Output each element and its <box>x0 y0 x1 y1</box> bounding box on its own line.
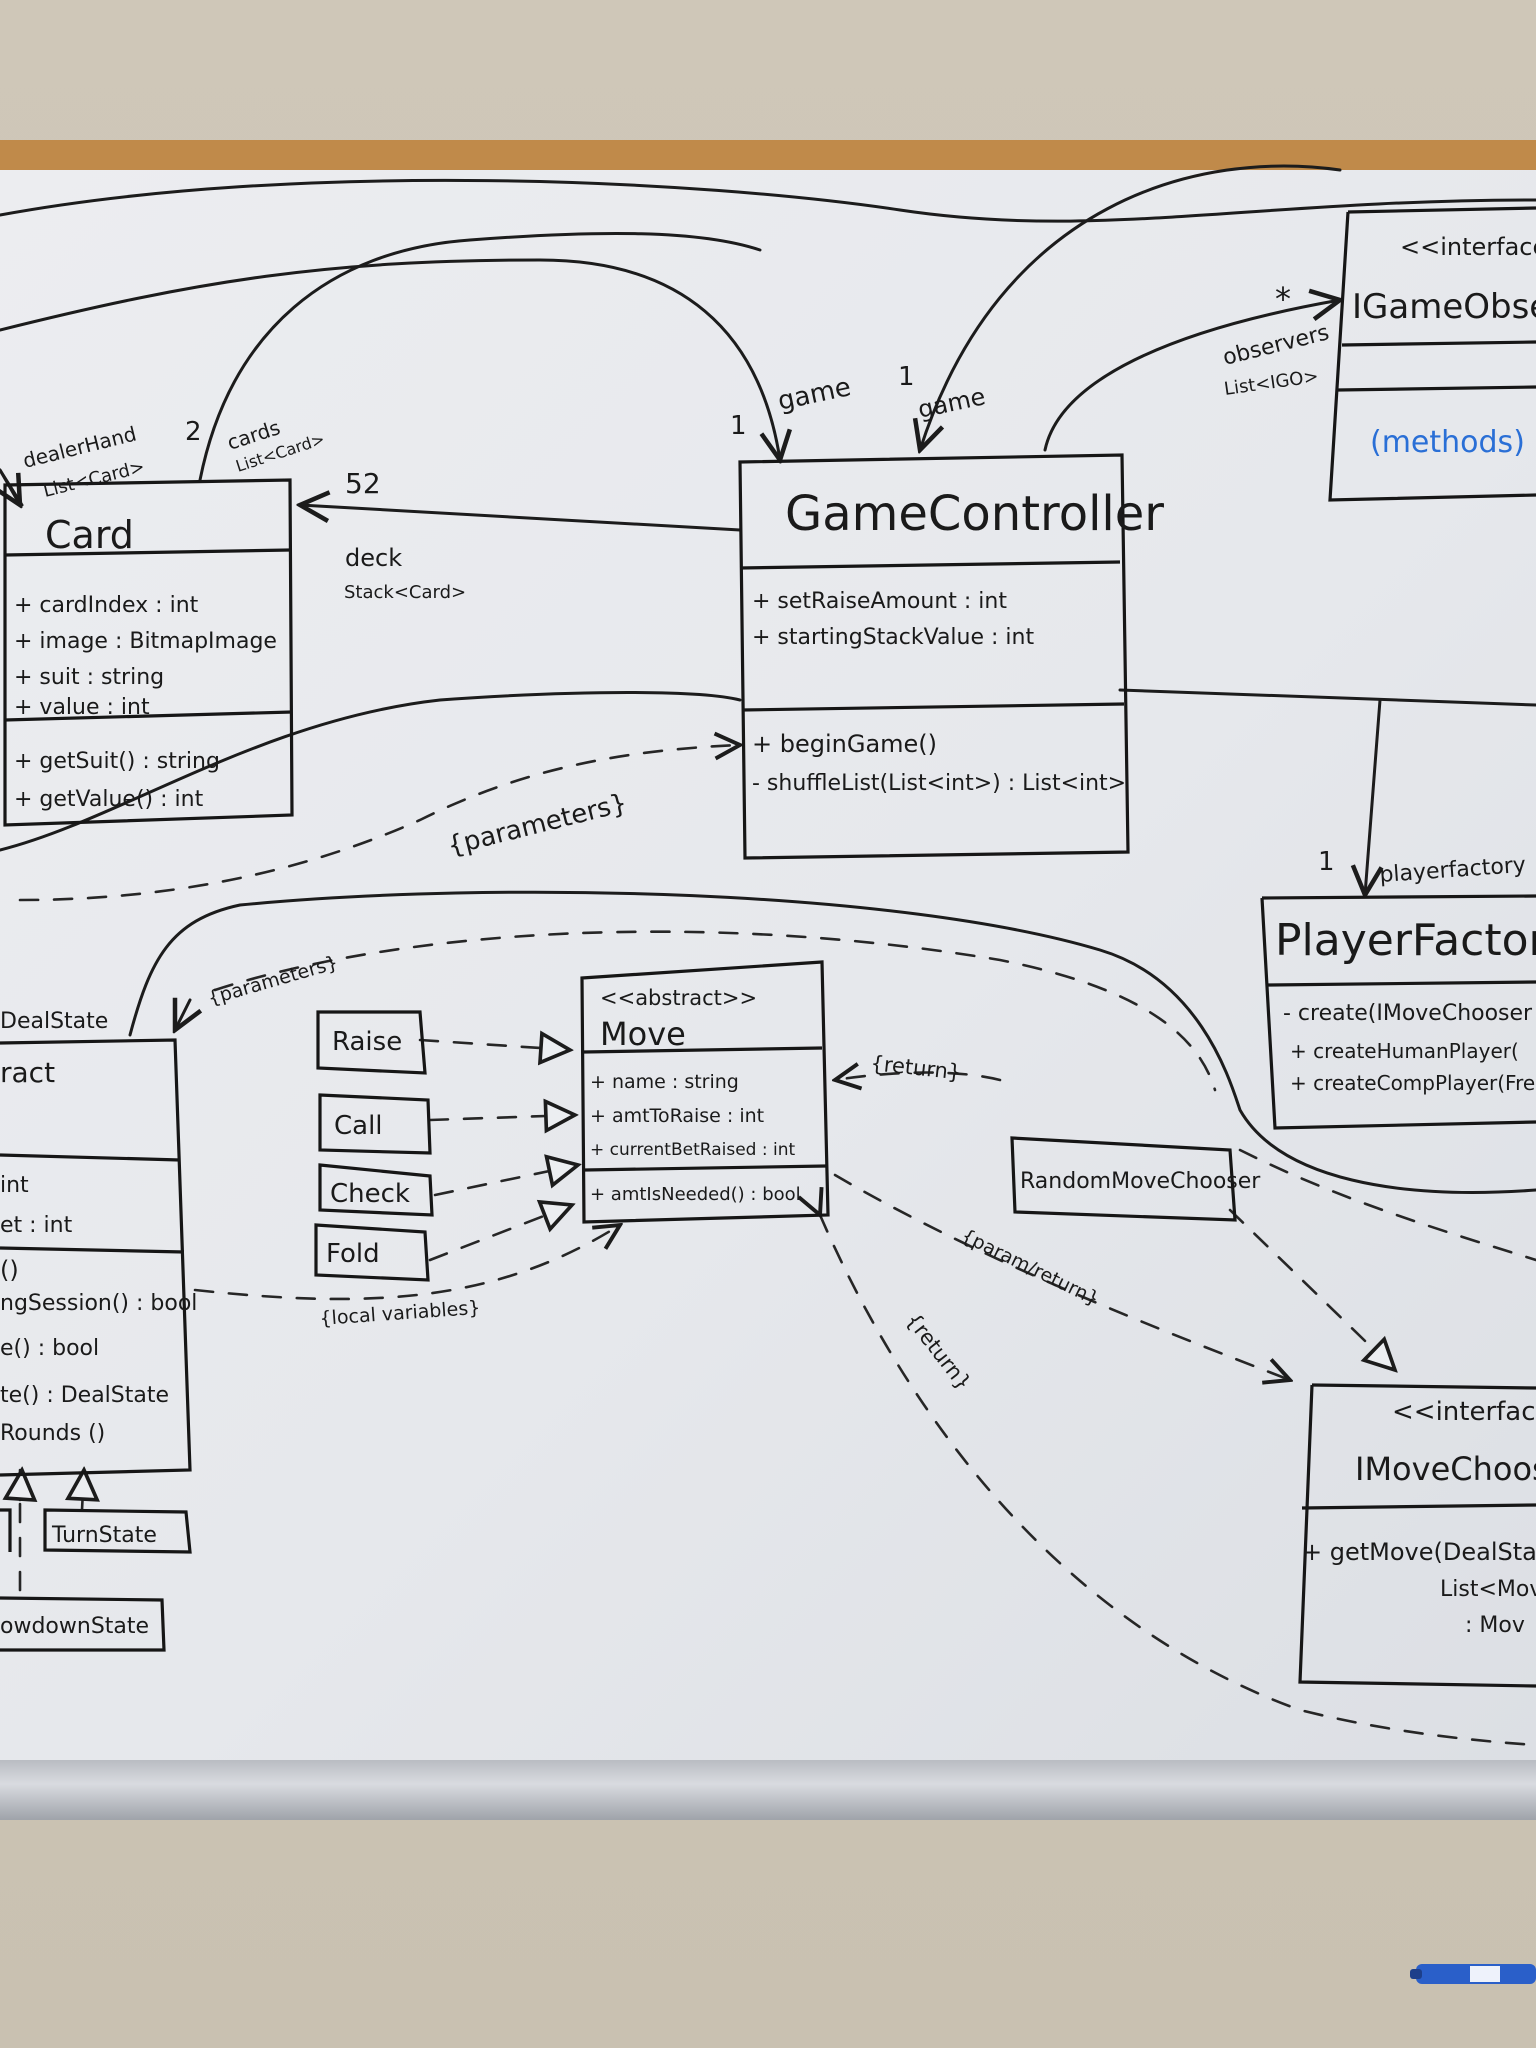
move-attr-2: + amtToRaise : int <box>590 1105 764 1127</box>
card-attr-1: + cardIndex : int <box>14 593 199 618</box>
move-chooser-name: IMoveChooser <box>1355 1450 1536 1488</box>
label-return-2: {return} <box>901 1308 976 1394</box>
card-attr-2: + image : BitmapImage <box>14 629 277 654</box>
move-chooser-method-2: List<Mov <box>1440 1577 1536 1602</box>
deal-state-method-5: Rounds () <box>0 1421 105 1446</box>
gc-attr-2: + startingStackValue : int <box>752 625 1034 650</box>
label-param-return: {param/return} <box>958 1225 1103 1311</box>
label-one-b: 1 <box>898 362 915 392</box>
label-return-1: {return} <box>869 1051 962 1084</box>
association-labels: dealerHand List<Card> 2 cards List<Card>… <box>20 280 1526 1395</box>
label-player-factory: playerfactory <box>1379 853 1527 888</box>
dependency-lines <box>20 745 1536 1747</box>
move-fold: Fold <box>326 1239 380 1269</box>
move-check: Check <box>330 1179 410 1209</box>
label-observers: observers <box>1220 320 1331 371</box>
label-two: 2 <box>185 417 202 447</box>
player-factory-name: PlayerFactory <box>1275 915 1536 966</box>
deal-state-subclasses: TurnState owdownState <box>0 1508 192 1652</box>
card-attr-3: + suit : string <box>14 665 164 690</box>
move-chooser-method-3: : Mov <box>1465 1613 1525 1638</box>
label-fifty-two: 52 <box>345 467 381 500</box>
label-one-a: 1 <box>730 411 747 441</box>
deal-state-method-3: e() : bool <box>0 1336 99 1361</box>
label-game-b: game <box>915 382 987 424</box>
gc-attr-1: + setRaiseAmount : int <box>752 589 1007 614</box>
pf-method-2: + createHumanPlayer( <box>1290 1039 1519 1063</box>
label-parameters-2: {parameters} <box>205 952 340 1010</box>
move-attr-3: + currentBetRaised : int <box>590 1140 795 1160</box>
deal-state-class: DealState ract int et : int () ngSession… <box>0 1009 197 1477</box>
card-class-name: Card <box>45 513 134 557</box>
label-game-a: game <box>775 372 853 417</box>
label-local-variables: {local variables} <box>319 1297 481 1330</box>
game-observer-name: IGameObserve <box>1352 287 1536 327</box>
label-parameters-1: {parameters} <box>444 788 630 862</box>
game-observer-methods: (methods) <box>1370 425 1525 460</box>
label-deck: deck <box>345 544 402 572</box>
player-factory-class: PlayerFactory - create(IMoveChooser + cr… <box>1260 894 1536 1130</box>
card-method-2: + getValue() : int <box>14 787 204 812</box>
gc-method-1: + beginGame() <box>752 730 937 758</box>
move-raise: Raise <box>332 1027 402 1057</box>
card-method-1: + getSuit() : string <box>14 749 220 774</box>
deal-state-label: DealState <box>0 1009 108 1034</box>
blue-marker-icon <box>1410 1964 1536 1984</box>
move-subclasses: Raise Call Check Fold <box>314 1010 434 1282</box>
deal-state-name: ract <box>0 1056 55 1089</box>
showdown-state-name: owdownState <box>0 1614 149 1639</box>
move-chooser-interface: <<interfac IMoveChooser + getMove(DealSt… <box>1298 1383 1536 1688</box>
pf-method-3: + createCompPlayer(Fre <box>1290 1071 1535 1095</box>
move-class: <<abstract>> Move + name : string + amtT… <box>580 960 830 1224</box>
deal-state-attr-2: et : int <box>0 1213 73 1238</box>
move-attr-1: + name : string <box>590 1071 739 1093</box>
label-one-c: 1 <box>1318 847 1335 877</box>
deal-state-method-1: () <box>0 1256 19 1284</box>
game-observer-stereotype: <<interface>> <box>1400 233 1536 261</box>
move-method-1: + amtIsNeeded() : bool <box>590 1184 801 1205</box>
game-controller-class: GameController + setRaiseAmount : int + … <box>738 453 1164 860</box>
pf-method-1: - create(IMoveChooser <box>1283 1001 1533 1026</box>
move-name: Move <box>600 1015 686 1053</box>
deal-state-attr-1: int <box>0 1173 29 1198</box>
move-chooser-method-1: + getMove(DealState <box>1302 1538 1536 1566</box>
card-attr-4: + value : int <box>14 695 150 720</box>
card-class: Card + cardIndex : int + image : BitmapI… <box>3 478 294 827</box>
move-call: Call <box>334 1111 383 1141</box>
move-stereotype: <<abstract>> <box>600 986 757 1010</box>
connector-lines <box>0 164 1536 1194</box>
label-star: * <box>1275 280 1291 318</box>
gc-method-2: - shuffleList(List<int>) : List<int> <box>752 771 1126 796</box>
label-deck-type: Stack<Card> <box>344 582 466 603</box>
deal-state-method-4: te() : DealState <box>0 1383 169 1408</box>
turn-state-name: TurnState <box>51 1523 157 1548</box>
deal-state-method-2: ngSession() : bool <box>0 1291 197 1316</box>
label-observers-type: List<IGO> <box>1223 366 1320 400</box>
marker-tray <box>0 1760 1536 1820</box>
game-observer-interface: <<interface>> IGameObserve (methods) <box>1328 206 1536 502</box>
move-chooser-stereotype: <<interfac <box>1392 1397 1536 1427</box>
game-controller-name: GameController <box>785 486 1164 542</box>
random-move-chooser-class: RandomMoveChooser <box>1010 1136 1261 1222</box>
random-move-chooser-name: RandomMoveChooser <box>1020 1169 1261 1194</box>
